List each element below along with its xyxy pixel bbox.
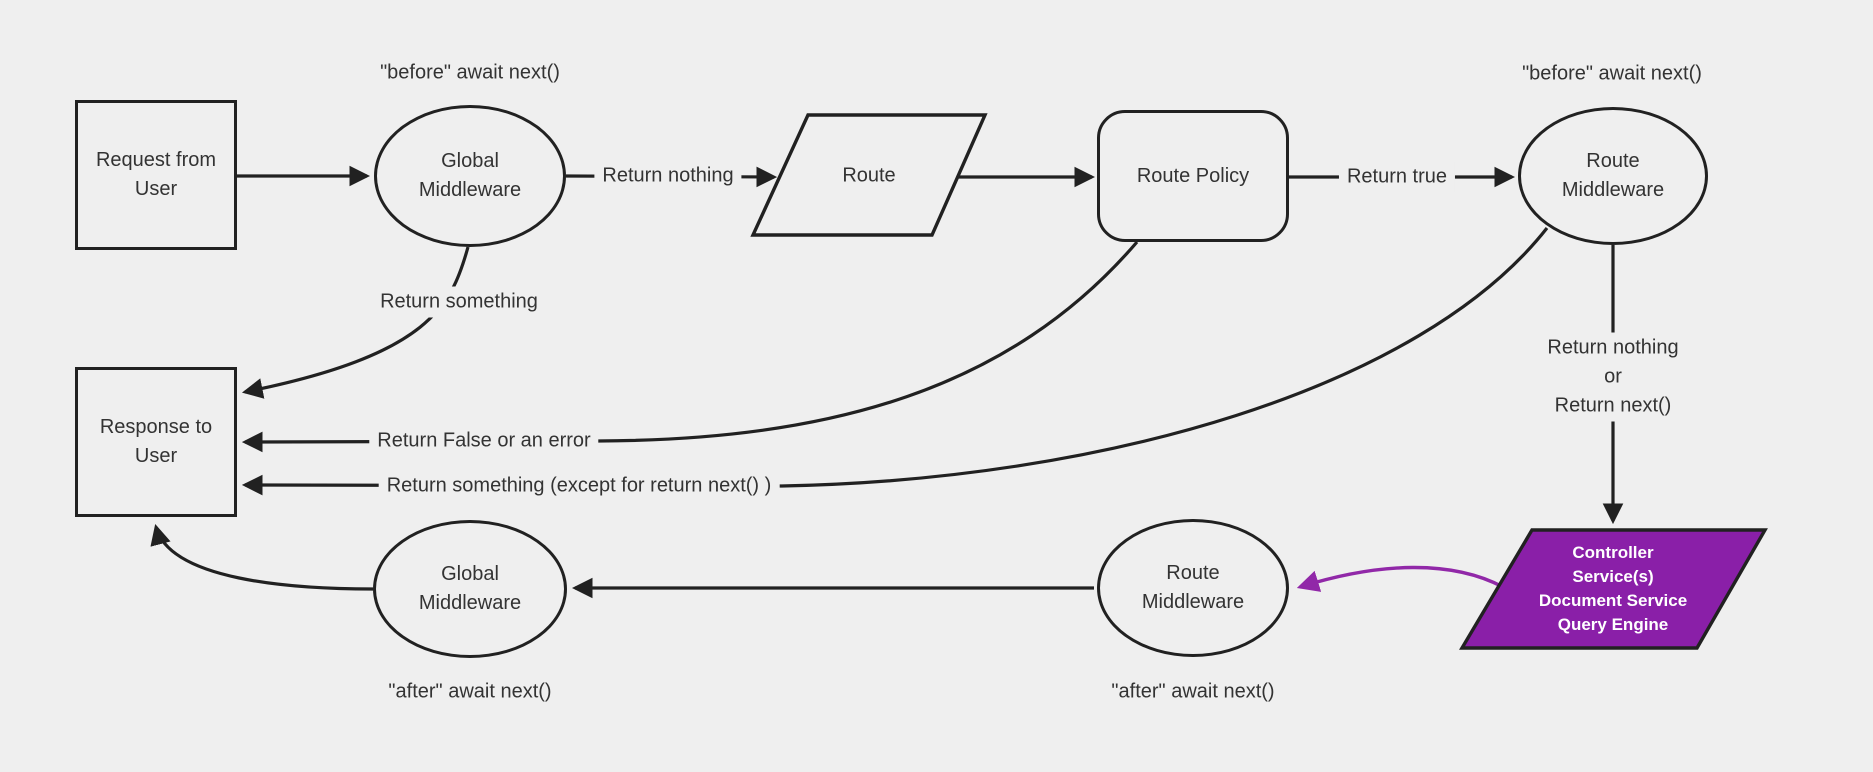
label-return-nothing-or-next: Return nothing or Return next() (1539, 332, 1687, 422)
label-return-something: Return something (372, 286, 546, 318)
label-return-true: Return true (1338, 161, 1456, 193)
node-route-policy: Route Policy (1097, 110, 1289, 242)
label-after-await-next-left: "after" await next() (380, 676, 560, 708)
edge-controller-to-route-middleware-bottom (1296, 565, 1504, 592)
edge-global-middleware-bottom-to-response (150, 523, 374, 591)
node-route-middleware-top: Route Middleware (1518, 107, 1708, 245)
edge-route-middleware-to-response (241, 227, 1549, 496)
label-after-await-next-right: "after" await next() (1103, 676, 1283, 708)
node-request-from-user: Request from User (75, 100, 237, 250)
edge-route-policy-to-response (241, 240, 1139, 453)
node-response-to-user: Response to User (75, 367, 237, 517)
node-global-middleware-top: Global Middleware (374, 105, 566, 247)
label-before-await-next-left: "before" await next() (372, 57, 568, 89)
node-controller-label: Controller Service(s) Document Service Q… (1538, 543, 1688, 634)
node-route-label: Route (842, 164, 896, 187)
label-return-nothing: Return nothing (594, 160, 742, 192)
label-return-false-or-error: Return False or an error (369, 425, 599, 457)
node-controller-shape (1459, 528, 1768, 650)
label-return-something-except: Return something (except for return next… (378, 470, 780, 502)
edge-global-middleware-to-response (241, 246, 470, 399)
label-before-await-next-right: "before" await next() (1514, 58, 1710, 90)
node-route-shape (750, 113, 988, 237)
node-route-middleware-bottom: Route Middleware (1097, 519, 1289, 657)
node-global-middleware-bottom: Global Middleware (373, 520, 567, 658)
